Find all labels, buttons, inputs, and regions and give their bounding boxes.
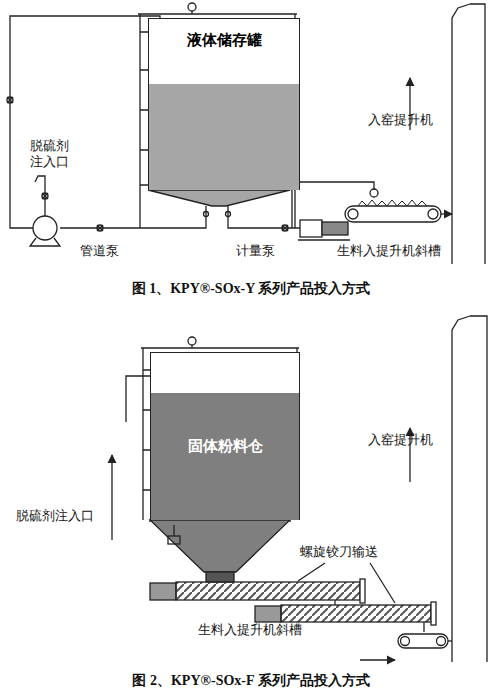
elevator-label: 入窑提升机	[368, 432, 433, 448]
figure-caption: 图 2、KPY®-SOx-F 系列产品投入方式	[2, 672, 498, 690]
chute-label: 生料入提升机斜槽	[337, 243, 441, 259]
silo-frame	[141, 337, 299, 582]
figure-caption: 图 1、KPY®-SOx-Y 系列产品投入方式	[2, 280, 498, 298]
pump-label: 计量泵	[236, 243, 275, 259]
elevator-fig1	[410, 4, 485, 264]
screw-conveyor	[150, 563, 436, 632]
pipe-fig2	[112, 376, 150, 540]
screw-label: 螺旋铰刀输送	[300, 544, 378, 560]
inlet-label: 脱硫剂注入口	[16, 508, 94, 524]
node-label: 液体储存罐	[149, 31, 299, 50]
chute-label: 生料入提升机斜槽	[198, 622, 302, 638]
pipe-pump	[30, 216, 60, 246]
inlet-label: 脱硫剂注入口	[30, 138, 72, 171]
storage-tank: 液体储存罐	[148, 18, 300, 190]
pipes-fig1	[7, 16, 378, 231]
pump-label: 管道泵	[80, 243, 119, 259]
belt-conveyor-fig1	[345, 200, 452, 222]
powder-silo: 固体粉料仓	[150, 352, 300, 520]
metering-pump	[298, 220, 350, 240]
elevator-label: 入窑提升机	[368, 112, 433, 128]
elevator-fig2	[410, 316, 487, 662]
node-label: 固体粉料仓	[151, 437, 299, 456]
belt-conveyor-fig2	[360, 634, 452, 660]
